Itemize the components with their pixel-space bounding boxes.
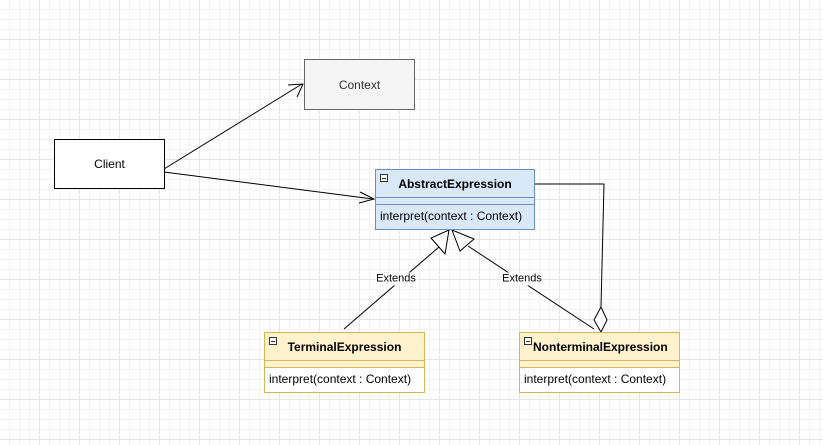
nonterminal-expression-operation: interpret(context : Context) [524,372,667,386]
client-to-abstract-line[interactable] [163,171,374,200]
terminal-expression-operation: interpret(context : Context) [269,372,412,386]
terminal-expression-header: TerminalExpression [265,333,424,361]
collapse-minus-icon[interactable] [269,337,277,345]
nonterminal-expression-header: NonterminalExpression [520,333,679,361]
abstract-expression-attributes [376,198,534,205]
client-node[interactable]: Client [54,139,165,189]
terminal-expression-attributes [265,361,424,368]
nonterminal-expression-attributes [520,361,679,368]
aggregation-diamond [593,305,608,334]
collapse-minus-icon[interactable] [380,174,388,182]
terminal-expression-name: TerminalExpression [287,339,402,354]
terminal-extends-label: Extends [375,272,417,286]
abstract-expression-header: AbstractExpression [376,170,534,198]
aggregation-line[interactable] [535,183,605,308]
terminal-expression-class[interactable]: TerminalExpression interpret(context : C… [264,332,425,393]
context-node[interactable]: Context [304,59,415,110]
client-to-abstract-arrowhead [358,191,376,204]
client-to-context-arrowhead [287,83,304,98]
nonterminal-extends-triangle [451,229,475,252]
nonterminal-extends-label: Extends [501,272,543,286]
nonterminal-expression-name: NonterminalExpression [533,339,668,354]
collapse-minus-icon[interactable] [524,337,532,345]
terminal-extends-triangle [430,229,450,256]
abstract-expression-name: AbstractExpression [398,176,512,191]
client-label: Client [94,157,125,171]
nonterminal-extends-line[interactable] [467,245,595,330]
terminal-extends-line[interactable] [343,246,440,330]
context-label: Context [338,77,381,92]
abstract-expression-operation: interpret(context : Context) [380,209,523,223]
nonterminal-expression-class[interactable]: NonterminalExpression interpret(context … [519,332,680,393]
abstract-expression-class[interactable]: AbstractExpression interpret(context : C… [375,169,535,230]
client-to-context-line[interactable] [163,83,303,170]
